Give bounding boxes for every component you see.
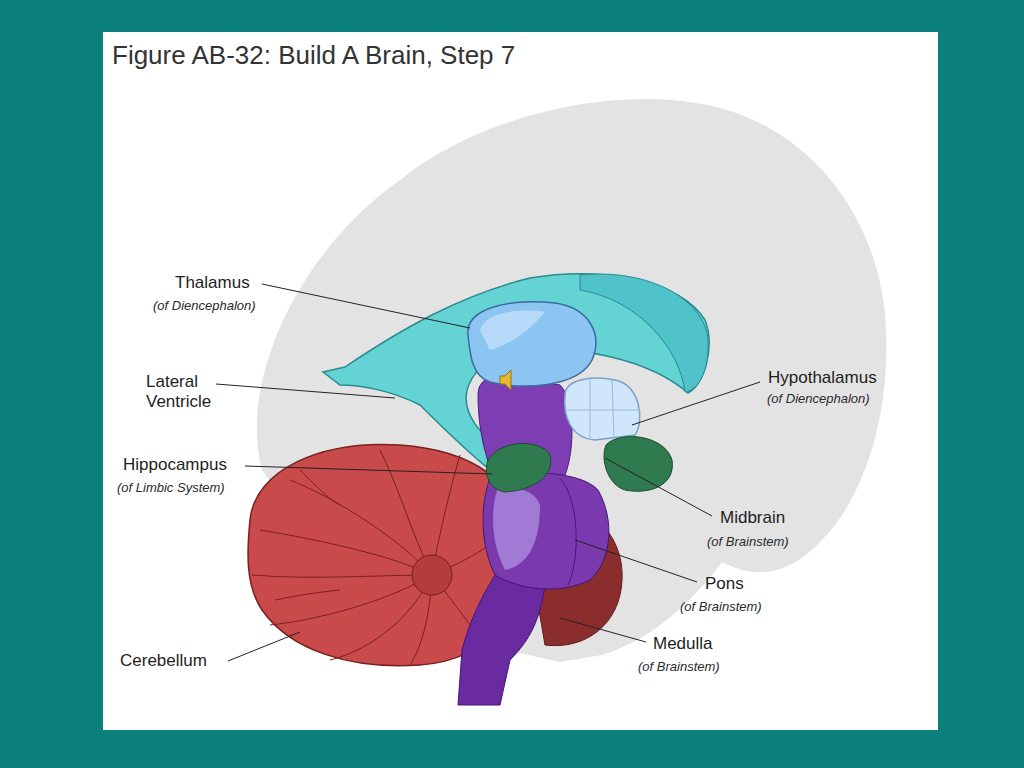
leader-line bbox=[605, 458, 712, 516]
part-name: Hippocampus bbox=[123, 455, 227, 475]
part-group-note: (of Brainstem) bbox=[638, 659, 720, 675]
cerebellum-core bbox=[412, 555, 452, 595]
part-group-note: (of Brainstem) bbox=[680, 599, 762, 615]
leader-line bbox=[245, 466, 492, 474]
part-name: Pons bbox=[705, 574, 744, 594]
pons-groove bbox=[560, 478, 576, 585]
leader-line bbox=[216, 384, 395, 398]
thalamus bbox=[468, 302, 596, 386]
leader-line bbox=[262, 284, 470, 328]
leader-line bbox=[632, 382, 760, 425]
thalamus-highlight bbox=[480, 311, 545, 350]
speaker-icon bbox=[500, 370, 511, 390]
hippocampus bbox=[486, 444, 550, 492]
part-name: Lateral Ventricle bbox=[146, 372, 228, 413]
hypothalamus-segments bbox=[567, 380, 640, 440]
part-name: Cerebellum bbox=[120, 651, 207, 671]
part-name: Hypothalamus bbox=[768, 368, 877, 388]
leader-line bbox=[560, 618, 646, 642]
part-name: Medulla bbox=[653, 634, 713, 654]
hypothalamus bbox=[565, 378, 640, 440]
leader-lines bbox=[216, 284, 760, 661]
part-group-note: (of Limbic System) bbox=[117, 480, 225, 496]
part-group-note: (of Diencephalon) bbox=[767, 391, 870, 407]
pons-highlight bbox=[493, 488, 540, 570]
part-group-note: (of Diencephalon) bbox=[153, 298, 256, 314]
figure-title: Figure AB-32: Build A Brain, Step 7 bbox=[112, 40, 515, 71]
white-panel bbox=[103, 32, 938, 730]
amygdala bbox=[604, 437, 672, 492]
part-name: Midbrain bbox=[720, 508, 785, 528]
medulla bbox=[458, 575, 545, 705]
part-group-note: (of Brainstem) bbox=[707, 534, 789, 550]
leader-line bbox=[228, 632, 300, 661]
leader-line bbox=[575, 540, 697, 582]
ventricle-front bbox=[580, 274, 708, 392]
part-name: Thalamus bbox=[175, 273, 250, 293]
